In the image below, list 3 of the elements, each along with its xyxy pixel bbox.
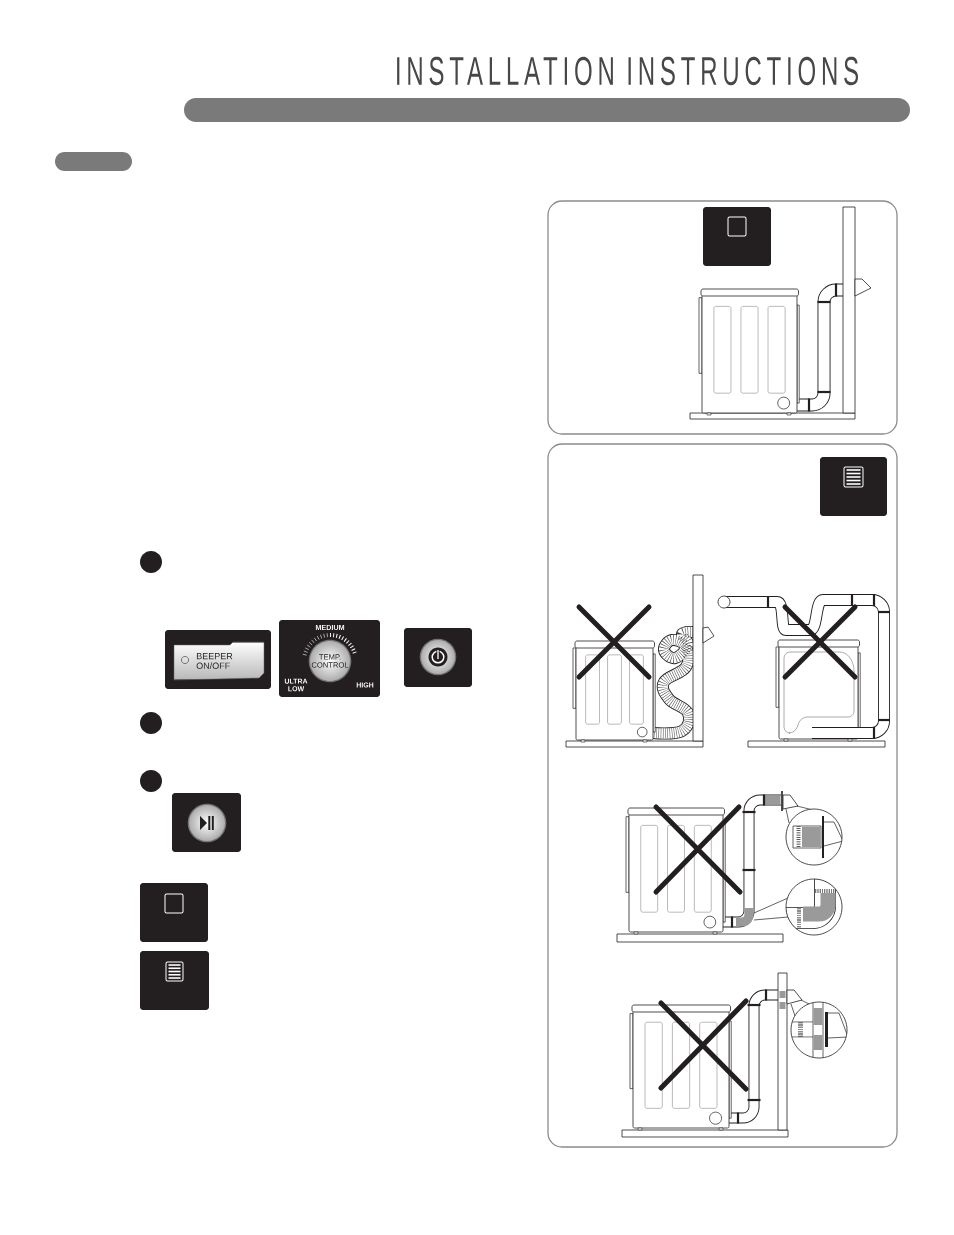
page-title: INSTALLATION INSTRUCTIONS (397, 56, 858, 86)
section-tab (55, 152, 132, 171)
beeper-button: BEEPER ON/OFF (165, 630, 271, 689)
